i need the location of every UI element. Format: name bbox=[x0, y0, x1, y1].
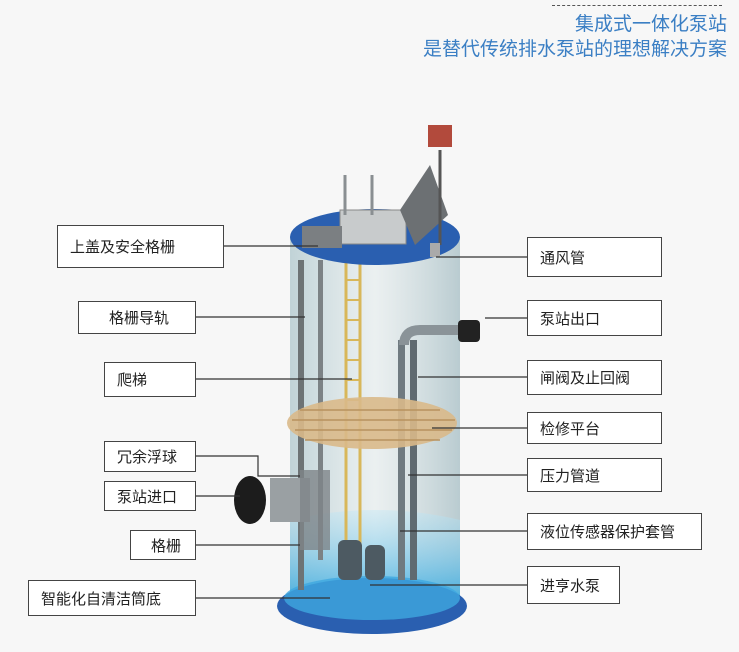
label-gate-check-valve: 闸阀及止回阀 bbox=[527, 360, 662, 395]
label-grille-guide-rail: 格栅导轨 bbox=[78, 301, 196, 334]
label-level-sensor-sleeve: 液位传感器保护套管 bbox=[527, 513, 702, 550]
outlet-flange bbox=[458, 320, 480, 342]
vent-pipe bbox=[430, 243, 440, 257]
lid-cover-plate bbox=[302, 226, 342, 248]
title-divider bbox=[552, 5, 722, 6]
grille-basket bbox=[300, 470, 330, 550]
service-platform bbox=[287, 397, 457, 449]
label-vent-pipe: 通风管 bbox=[527, 237, 662, 277]
leader-lines bbox=[196, 245, 527, 599]
page-subtitle: 是替代传统排水泵站的理想解决方案 bbox=[422, 38, 727, 60]
label-redundant-float: 冗余浮球 bbox=[104, 441, 196, 472]
label-self-cleaning-bottom: 智能化自清洁筒底 bbox=[28, 580, 196, 616]
label-grille: 格栅 bbox=[130, 530, 196, 560]
safety-grille bbox=[339, 209, 407, 245]
label-service-platform: 检修平台 bbox=[527, 412, 662, 444]
pump bbox=[365, 545, 385, 580]
pump bbox=[338, 540, 362, 580]
label-station-outlet: 泵站出口 bbox=[527, 300, 662, 336]
control-box bbox=[428, 125, 452, 147]
label-submersible-pump: 进亨水泵 bbox=[527, 566, 620, 604]
label-station-inlet: 泵站进口 bbox=[104, 481, 196, 511]
label-pressure-pipe: 压力管道 bbox=[527, 458, 662, 492]
tank-bottom-water bbox=[284, 576, 460, 620]
page-title: 集成式一体化泵站 bbox=[574, 13, 727, 35]
inlet-flange bbox=[234, 476, 266, 524]
pressure-pipes bbox=[398, 325, 460, 580]
label-top-cover-grille: 上盖及安全格栅 bbox=[57, 225, 224, 268]
hatch-door bbox=[400, 165, 448, 245]
label-ladder: 爬梯 bbox=[104, 362, 196, 397]
